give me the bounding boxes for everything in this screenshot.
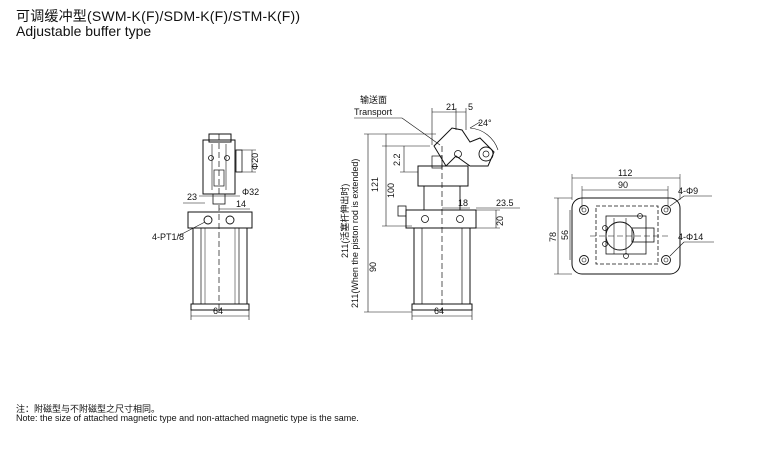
note-english: Note: the size of attached magnetic type… — [16, 413, 359, 423]
hole-tr — [661, 205, 671, 215]
hole-large-label: 4-Φ14 — [678, 232, 703, 242]
extended-cn-label: 211(活塞杆伸出时) — [339, 184, 350, 258]
hole-bl — [579, 255, 589, 265]
page-title-english: Adjustable buffer type — [16, 23, 152, 39]
dim-phi32-label: Φ32 — [242, 187, 259, 197]
dim-78-label: 78 — [548, 232, 558, 242]
side-flange — [405, 209, 477, 229]
hole-br — [661, 255, 671, 265]
top-base-plate — [571, 197, 681, 275]
port-label: 4-PT1/8 — [152, 232, 184, 242]
transport-en-label: Transport — [354, 107, 393, 117]
top-view: 112 90 78 56 — [548, 168, 714, 275]
dim-90-label: 90 — [368, 262, 378, 272]
front-dim-64-label: 64 — [213, 306, 223, 316]
front-view: Φ20 Φ32 23 14 4-PT1/8 64 — [152, 133, 260, 320]
transport-cn-label: 输送面 — [360, 94, 387, 105]
dim-phi20-label: Φ20 — [250, 153, 260, 170]
note-chinese: 注：附磁型与不附磁型之尺寸相同。 — [16, 404, 161, 414]
top-dim-90-label: 90 — [618, 180, 628, 190]
dim-20-label: 20 — [495, 216, 505, 226]
page-title-chinese: 可调缓冲型(SWM-K(F)/SDM-K(F)/STM-K(F)) — [16, 8, 301, 24]
clamp-roller — [478, 146, 494, 162]
clamp-arm — [433, 127, 495, 167]
dim-23-5-label: 23.5 — [496, 198, 514, 208]
dim-24deg-label: 24° — [478, 118, 492, 128]
hole-small-label: 4-Φ9 — [678, 186, 698, 196]
dim-18-label: 18 — [458, 198, 468, 208]
dim-21-label: 21 — [446, 102, 456, 112]
side-head-block — [417, 165, 469, 187]
dim-56-label: 56 — [560, 230, 570, 240]
dim-121-label: 121 — [370, 177, 380, 192]
side-view: 输送面 Transport 21 5 24° 121 100 2.2 — [339, 94, 520, 320]
dim-2-2-label: 2.2 — [392, 153, 402, 166]
hole-tl — [579, 205, 589, 215]
dim-23-label: 23 — [187, 192, 197, 202]
dim-5-label: 5 — [468, 102, 473, 112]
extended-en-label: 211(When the piston rod is extended) — [350, 159, 360, 308]
front-clamp-top — [208, 133, 232, 143]
dim-14-label: 14 — [236, 199, 246, 209]
side-dim-64-label: 64 — [434, 306, 444, 316]
dim-112-label: 112 — [618, 168, 632, 178]
dim-100-label: 100 — [386, 183, 396, 198]
